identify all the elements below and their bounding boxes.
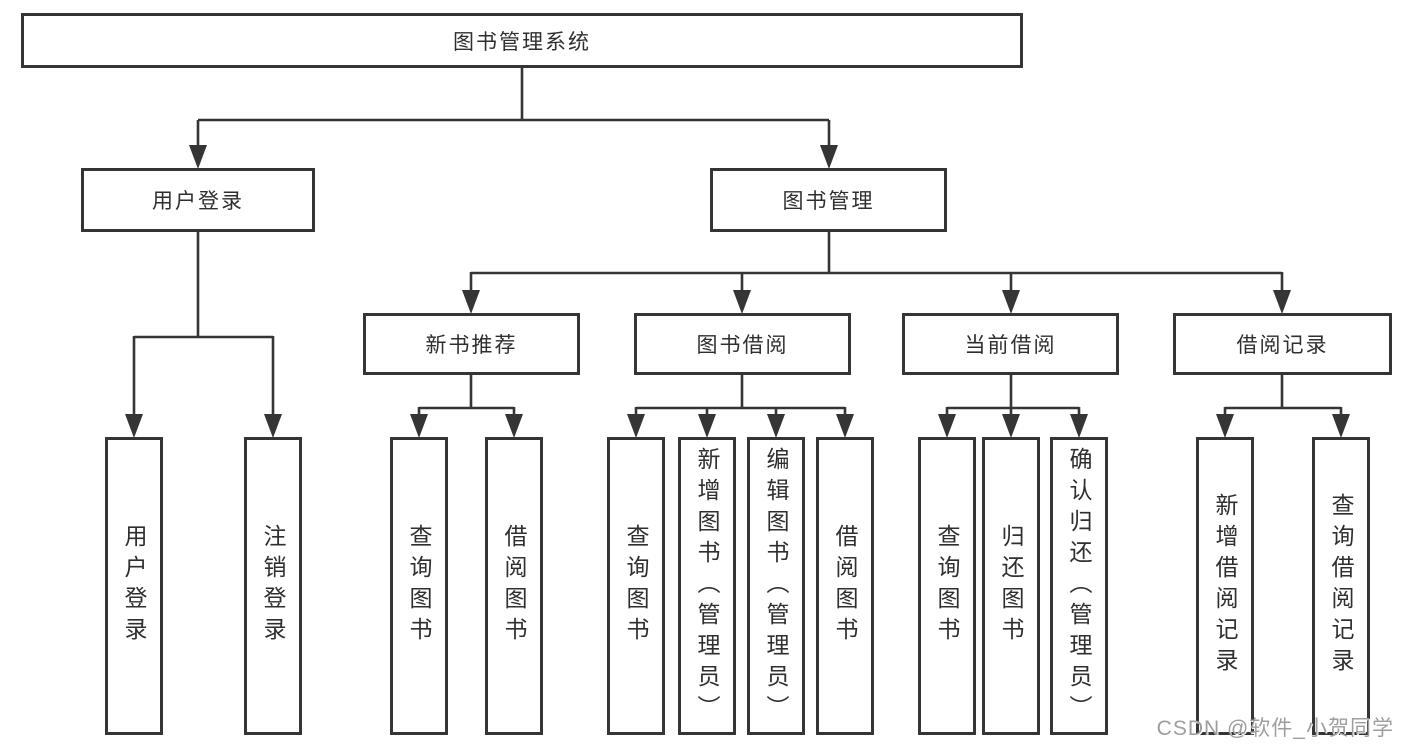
arrow-down <box>1002 290 1020 314</box>
node-book-management: 图书管理 <box>710 168 947 232</box>
node-current-borrow: 当前借阅 <box>902 313 1119 375</box>
arrow-down <box>1070 414 1088 438</box>
arrow-down <box>938 414 956 438</box>
edge-login-branch <box>132 232 275 432</box>
edge-root-branch <box>196 68 831 164</box>
leaf-return-book: 归还图书 <box>982 437 1040 735</box>
arrow-down <box>410 414 428 438</box>
leaf-query-book-current: 查询图书 <box>918 437 976 735</box>
node-system-root: 图书管理系统 <box>21 13 1023 68</box>
leaf-add-book-admin: 新增图书（管理员） <box>678 437 736 735</box>
leaf-borrow-book-recommend: 借阅图书 <box>485 437 543 735</box>
leaf-confirm-return-admin: 确认归还（管理员） <box>1050 437 1108 735</box>
arrow-down <box>1273 290 1291 314</box>
arrow-down <box>462 290 480 314</box>
edge-group4-branch <box>1223 375 1343 432</box>
leaf-borrow-book: 借阅图书 <box>816 437 874 735</box>
arrow-down <box>627 414 645 438</box>
leaf-query-borrow-record: 查询借阅记录 <box>1312 437 1370 735</box>
leaf-edit-book-admin: 编辑图书（管理员） <box>747 437 805 735</box>
arrow-down <box>733 290 751 314</box>
arrow-down <box>125 414 143 438</box>
connector-paths <box>132 68 1343 432</box>
node-book-borrow: 图书借阅 <box>634 313 851 375</box>
node-new-book-recommend: 新书推荐 <box>363 313 580 375</box>
leaf-logout: 注销登录 <box>244 437 302 735</box>
arrow-down <box>698 414 716 438</box>
arrow-down <box>264 414 282 438</box>
arrow-down <box>189 145 207 169</box>
node-user-login: 用户登录 <box>81 168 315 232</box>
edge-group1-branch <box>417 375 516 432</box>
arrow-down <box>836 414 854 438</box>
edge-group2-branch <box>634 375 847 432</box>
csdn-watermark: CSDN @软件_小贺同学 <box>1156 717 1394 740</box>
arrow-down <box>1216 414 1234 438</box>
node-borrow-record: 借阅记录 <box>1173 313 1392 375</box>
arrow-down <box>1332 414 1350 438</box>
edge-management-branch <box>469 232 1284 308</box>
leaf-add-borrow-record: 新增借阅记录 <box>1196 437 1254 735</box>
leaf-query-book-borrow: 查询图书 <box>607 437 665 735</box>
arrow-down <box>505 414 523 438</box>
arrow-down <box>767 414 785 438</box>
leaf-user-login: 用户登录 <box>105 437 163 735</box>
leaf-query-book-recommend: 查询图书 <box>390 437 448 735</box>
arrow-down <box>1002 414 1020 438</box>
arrow-down <box>820 145 838 169</box>
edge-group3-branch <box>945 375 1081 432</box>
